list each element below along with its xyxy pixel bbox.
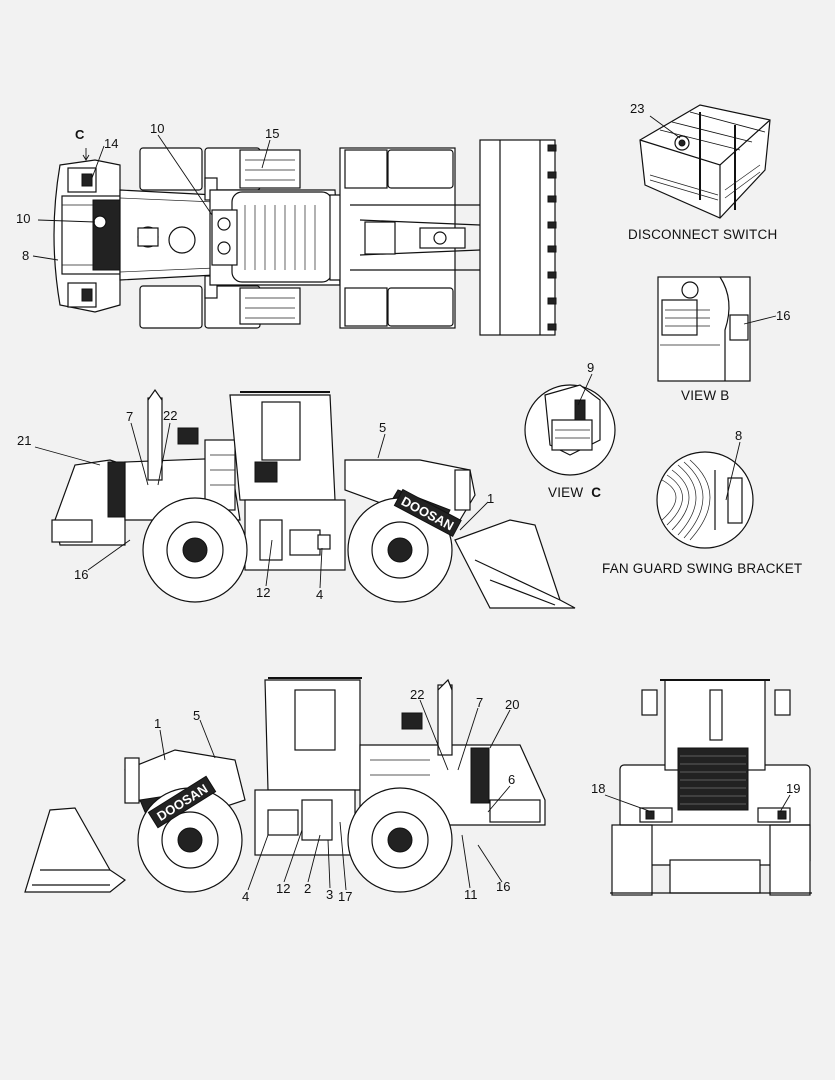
view-c-drawing (524, 384, 616, 476)
callout-left-22: 22 (163, 408, 178, 423)
caption-fan-guard-swing-bracket: FAN GUARD SWING BRACKET (602, 561, 803, 576)
callout-right-2: 2 (304, 881, 312, 896)
callout-right-12: 12 (276, 881, 291, 896)
right-side-view-drawing (24, 677, 546, 893)
callout-detail-23: 23 (630, 101, 645, 116)
caption-view-c-letter: C (591, 485, 602, 500)
fan-guard-drawing (656, 451, 754, 549)
callout-left-21: 21 (17, 433, 32, 448)
callout-top-14: 14 (104, 136, 119, 151)
callout-right-5: 5 (193, 708, 201, 723)
callout-right-22: 22 (410, 687, 425, 702)
callout-left-16: 16 (74, 567, 89, 582)
callout-right-7: 7 (476, 695, 484, 710)
callout-right-16: 16 (496, 879, 511, 894)
callout-top-c: C (75, 127, 85, 142)
callout-left-4: 4 (316, 587, 324, 602)
callout-right-20: 20 (505, 697, 520, 712)
callout-left-12: 12 (256, 585, 271, 600)
callout-rear-18: 18 (591, 781, 606, 796)
callout-left-7: 7 (126, 409, 134, 424)
caption-disconnect-switch: DISCONNECT SWITCH (628, 227, 778, 242)
left-side-view-drawing (51, 388, 576, 609)
disconnect-switch-drawing (639, 104, 771, 219)
callout-detail-16: 16 (776, 308, 791, 323)
view-b-drawing (657, 276, 751, 382)
caption-view-c-word: VIEW (548, 485, 584, 500)
callout-left-1: 1 (487, 491, 495, 506)
callout-rear-19: 19 (786, 781, 801, 796)
callout-leaders (32, 115, 791, 891)
callout-right-4: 4 (242, 889, 250, 904)
rear-view-drawing (610, 679, 812, 896)
callout-top-10b: 10 (16, 211, 31, 226)
callout-detail-8: 8 (735, 428, 743, 443)
callout-top-10a: 10 (150, 121, 165, 136)
callout-right-6: 6 (508, 772, 516, 787)
callout-right-3: 3 (326, 887, 334, 902)
callout-left-5: 5 (379, 420, 387, 435)
top-view-drawing (53, 139, 557, 336)
callout-detail-9: 9 (587, 360, 595, 375)
callout-right-1: 1 (154, 716, 162, 731)
callout-top-8: 8 (22, 248, 30, 263)
callout-right-11: 11 (464, 887, 478, 902)
caption-view-c: VIEW C (548, 485, 601, 500)
caption-view-b: VIEW B (681, 388, 730, 403)
callout-top-15: 15 (265, 126, 280, 141)
callout-right-17: 17 (338, 889, 353, 904)
